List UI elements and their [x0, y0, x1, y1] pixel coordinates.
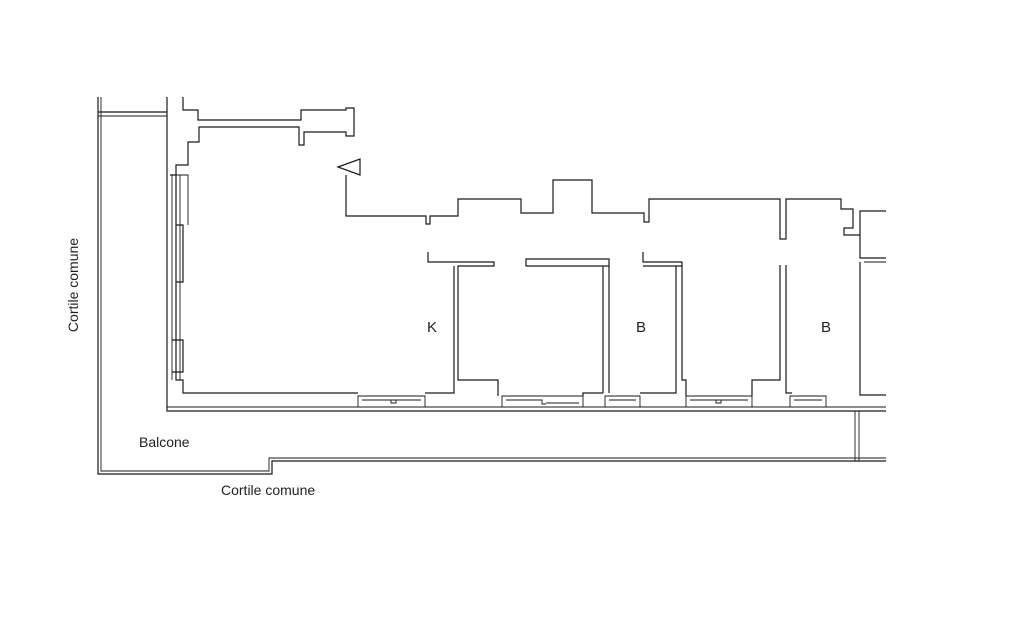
room-label-bath-2: B — [821, 319, 832, 336]
room-label-kitchen: K — [427, 319, 438, 336]
exterior-walls — [166, 97, 886, 412]
north-wall — [345, 175, 886, 396]
balcony-label: Balcone — [139, 434, 190, 450]
interior-partitions — [425, 252, 792, 396]
balcony-outline — [97, 97, 886, 475]
entrance-arrow-icon — [336, 158, 361, 176]
courtyard-bottom-label: Cortile comune — [221, 482, 316, 498]
room-label-bath-1: B — [636, 319, 647, 336]
courtyard-left-label: Cortile comune — [65, 237, 81, 333]
south-windows — [357, 395, 827, 408]
